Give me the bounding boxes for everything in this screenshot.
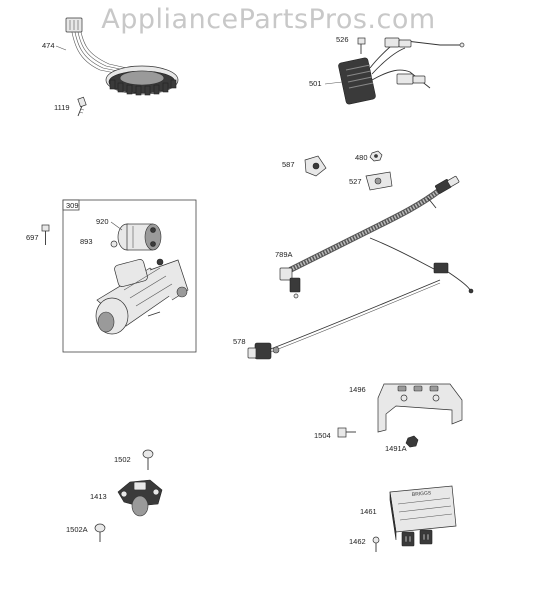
label-1496: 1496 — [349, 385, 366, 394]
screw-1462[interactable] — [372, 536, 380, 552]
screw-1502[interactable] — [142, 449, 154, 470]
bolt-697[interactable] — [41, 224, 50, 245]
bracket-1496[interactable] — [377, 383, 463, 433]
label-480: 480 — [355, 153, 368, 162]
screw-1119[interactable] — [77, 96, 87, 117]
sensor-578[interactable] — [247, 279, 441, 360]
label-1491A: 1491A — [385, 444, 407, 453]
solenoid-920[interactable] — [117, 223, 162, 251]
nut-480[interactable] — [369, 150, 383, 162]
starter-motor[interactable] — [95, 258, 189, 335]
sensor-1413[interactable] — [117, 479, 163, 517]
bracket-527[interactable] — [365, 171, 393, 191]
label-474: 474 — [42, 41, 55, 50]
label-789A: 789A — [275, 250, 293, 259]
regulator-501[interactable] — [338, 37, 465, 105]
nut-1491A[interactable] — [405, 435, 419, 448]
module-chip-text: BRIGGS — [412, 490, 433, 498]
module-1461[interactable]: BRIGGS — [389, 485, 457, 547]
screw-1502A[interactable] — [94, 523, 106, 542]
label-527: 527 — [349, 177, 362, 186]
label-1119: 1119 — [54, 103, 70, 112]
label-1502: 1502 — [114, 455, 131, 464]
group-box-309 — [62, 199, 197, 353]
label-309: 309 — [66, 201, 79, 210]
label-501: 501 — [309, 79, 322, 88]
harness-789A[interactable] — [279, 175, 474, 299]
nut-893[interactable] — [110, 240, 118, 248]
label-1502A: 1502A — [66, 525, 88, 534]
label-1413: 1413 — [90, 492, 107, 501]
label-587: 587 — [282, 160, 295, 169]
label-526: 526 — [336, 35, 349, 44]
label-1504: 1504 — [314, 431, 331, 440]
label-920: 920 — [96, 217, 109, 226]
label-1461: 1461 — [360, 507, 377, 516]
label-1462: 1462 — [349, 537, 366, 546]
label-697: 697 — [26, 233, 39, 242]
watermark-text: AppliancePartsPros.com — [101, 4, 436, 35]
label-578: 578 — [233, 337, 246, 346]
screw-1504[interactable] — [337, 427, 356, 438]
clamp-587[interactable] — [304, 155, 327, 177]
label-893: 893 — [80, 237, 93, 246]
bolt-526[interactable] — [357, 37, 366, 54]
stator-474[interactable] — [65, 17, 179, 96]
